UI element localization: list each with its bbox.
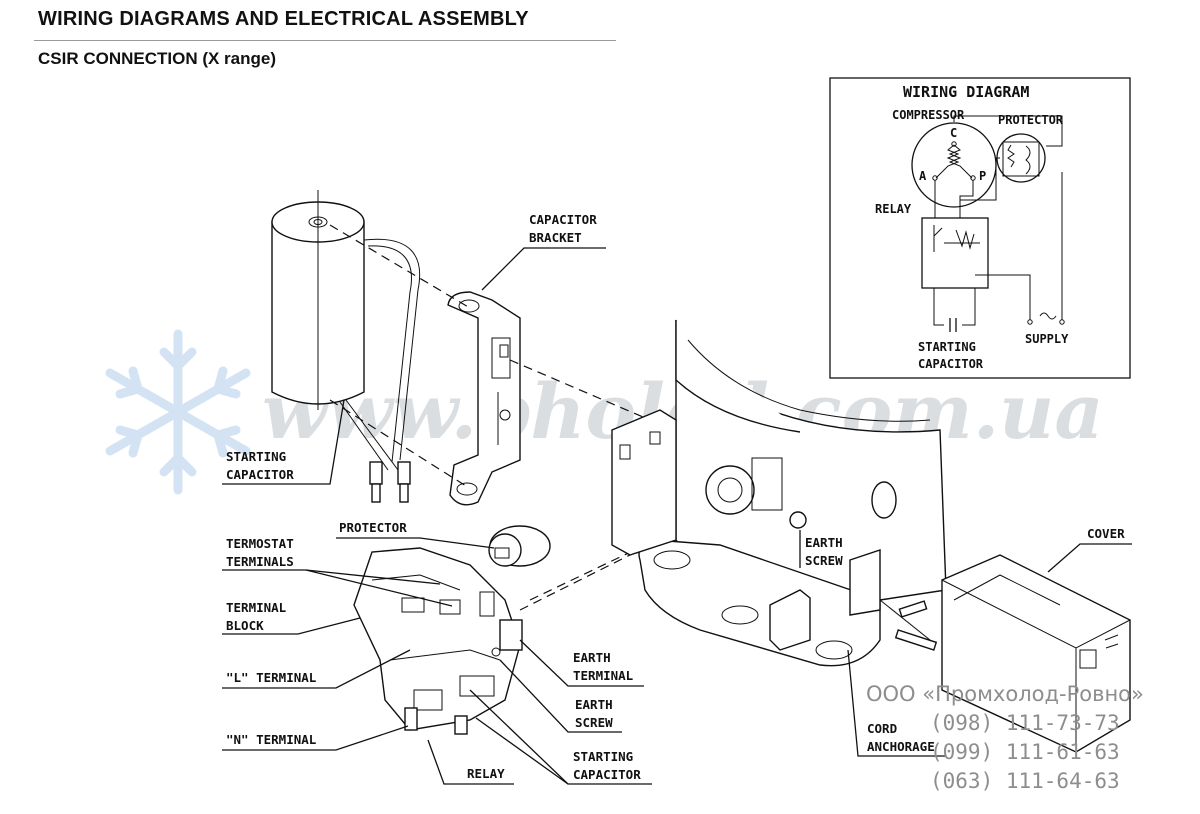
label-text: "N" TERMINAL [226, 732, 317, 747]
protector-part [488, 525, 551, 567]
compressor-body-part [611, 319, 947, 667]
wiring-protector-label: PROTECTOR [998, 113, 1064, 127]
wiring-relay-label: RELAY [875, 202, 912, 216]
label-text: TERMINALS [226, 554, 294, 569]
page-subtitle: CSIR CONNECTION (X range) [38, 49, 277, 68]
assembly-guide-line [329, 224, 471, 309]
label-text: EARTH [573, 650, 611, 665]
label-text: COVER [1087, 526, 1125, 541]
assembly-guide-line [509, 359, 651, 421]
label-starting-capacitor: STARTING CAPACITOR [222, 399, 345, 485]
wiring-capacitor-label-2: CAPACITOR [918, 357, 984, 371]
label-text: CAPACITOR [573, 767, 641, 782]
relay-symbol [921, 217, 989, 289]
wiring-diagram-title: WIRING DIAGRAM [903, 83, 1029, 101]
label-protector: PROTECTOR [336, 520, 495, 549]
label-cord-anchorage: CORD ANCHORAGE [847, 649, 946, 757]
capacitor-bracket-part [447, 291, 521, 506]
label-text: EARTH [805, 535, 843, 550]
label-capacitor-bracket: CAPACITOR BRACKET [481, 212, 606, 291]
label-relay: RELAY [427, 739, 514, 785]
label-text: CORD [867, 721, 897, 736]
label-text: CAPACITOR [226, 467, 294, 482]
label-earth-screw: EARTH SCREW [499, 659, 622, 733]
wiring-diagram-box: WIRING DIAGRAM COMPRESSOR PROTECTOR RELA… [829, 77, 1131, 379]
label-termostat-terminals: TERMOSTAT TERMINALS [222, 536, 453, 607]
label-text: TERMOSTAT [226, 536, 294, 551]
label-text: RELAY [467, 766, 505, 781]
terminal-p-label: P [979, 169, 986, 183]
terminal-a-label: A [919, 169, 927, 183]
label-text: STARTING [573, 749, 633, 764]
wiring-compressor-label: COMPRESSOR [892, 108, 965, 122]
relay-terminal-block-part [353, 547, 523, 735]
starting-capacitor-part [271, 190, 421, 503]
label-text: EARTH [575, 697, 613, 712]
company-phone: (099) 111-61-63 [930, 740, 1120, 764]
label-text: TERMINAL [226, 600, 287, 615]
wiring-capacitor-label-1: STARTING [918, 340, 976, 354]
title-divider [34, 40, 616, 41]
label-text: BRACKET [529, 230, 582, 245]
label-text: SCREW [575, 715, 613, 730]
company-phone: (098) 111-73-73 [930, 711, 1120, 735]
page-title: WIRING DIAGRAMS AND ELECTRICAL ASSEMBLY [38, 8, 529, 30]
wiring-supply-label: SUPPLY [1025, 332, 1069, 346]
label-earth-screw-right: EARTH SCREW [799, 530, 843, 568]
label-n-terminal: "N" TERMINAL [222, 725, 409, 751]
label-terminal-block: TERMINAL BLOCK [222, 600, 361, 635]
label-text: BLOCK [226, 618, 264, 633]
label-text: SCREW [805, 553, 843, 568]
label-l-terminal: "L" TERMINAL [222, 649, 411, 689]
protector-symbol [996, 133, 1046, 183]
label-text: PROTECTOR [339, 520, 407, 535]
label-text: STARTING [226, 449, 286, 464]
terminal-c-label: C [950, 126, 957, 140]
label-earth-terminal: EARTH TERMINAL [519, 639, 644, 687]
assembly-guide-line [329, 399, 467, 487]
label-text: ANCHORAGE [867, 739, 935, 754]
company-watermark: ООО «Промхолод-Ровно» [866, 682, 1144, 706]
label-text: "L" TERMINAL [226, 670, 317, 685]
label-text: CAPACITOR [529, 212, 597, 227]
label-text: TERMINAL [573, 668, 634, 683]
company-phone: (063) 111-64-63 [930, 769, 1120, 793]
label-starting-capacitor-2: STARTING CAPACITOR [469, 689, 652, 785]
snowflake-watermark-icon [105, 329, 251, 495]
cover-part [941, 554, 1131, 753]
label-cover: COVER [1047, 526, 1132, 573]
